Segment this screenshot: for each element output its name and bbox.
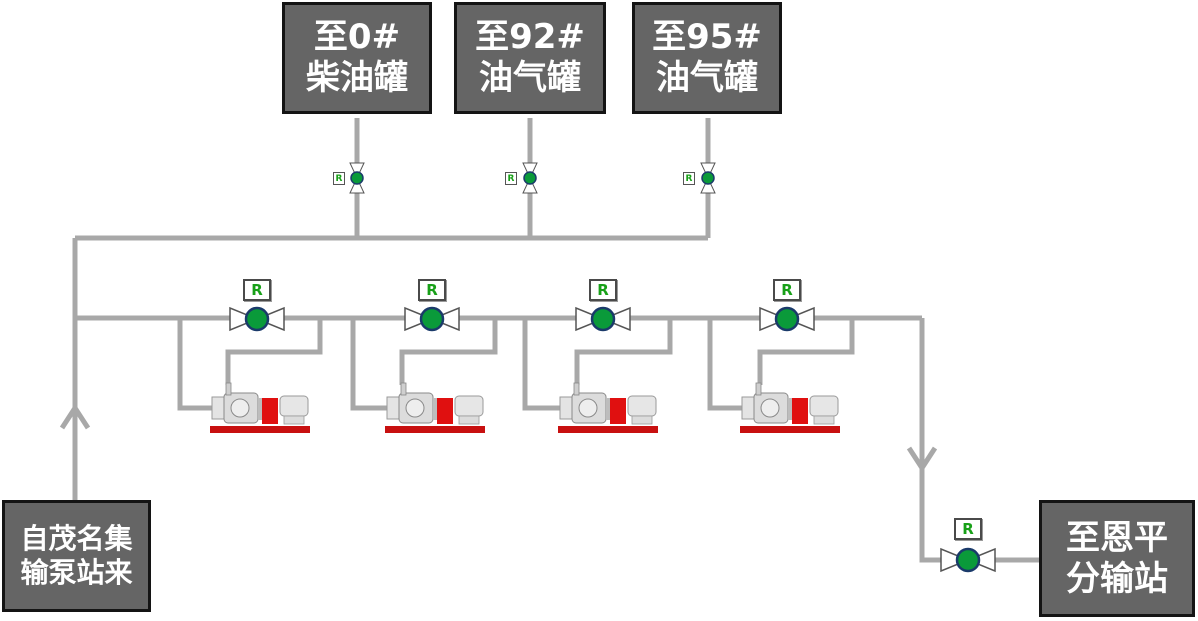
- pump-loop-4-suction: [707, 318, 744, 411]
- manifold-valve-2[interactable]: [404, 306, 460, 332]
- outlet-line1: 至恩平: [1066, 517, 1168, 558]
- remote-mode-icon: R: [773, 279, 801, 301]
- tank-box-line1: 至95#: [652, 17, 762, 58]
- pump-2[interactable]: [385, 382, 485, 433]
- source-box[interactable]: 自茂名集 输泵站来: [2, 500, 151, 612]
- tank-box-line2: 柴油罐: [306, 58, 408, 98]
- source-line2: 输泵站来: [20, 556, 133, 589]
- pump-4[interactable]: [740, 382, 840, 433]
- tank-valve-3[interactable]: [700, 162, 716, 194]
- tank-box-gasoline-95[interactable]: 至95# 油气罐: [632, 2, 782, 114]
- source-line1: 自茂名集: [20, 522, 133, 556]
- pump-1[interactable]: [210, 382, 310, 433]
- tank-valve-1[interactable]: [349, 162, 365, 194]
- tank-box-line1: 至92#: [475, 17, 585, 58]
- flow-arrow-up-icon: [59, 403, 91, 430]
- pump-3[interactable]: [558, 382, 658, 433]
- manifold-valve-3[interactable]: [575, 306, 631, 332]
- manifold-valve-4[interactable]: [759, 306, 815, 332]
- pump-loop-1-discharge: [225, 318, 323, 385]
- tank-box-line2: 油气罐: [479, 58, 581, 98]
- tank-valve-2[interactable]: [522, 162, 538, 194]
- pump-loop-3-discharge: [574, 318, 673, 385]
- tank-box-line2: 油气罐: [656, 58, 758, 98]
- remote-mode-icon: R: [243, 279, 271, 301]
- manifold-valve-1[interactable]: [229, 306, 285, 332]
- flow-arrow-down-icon: [906, 446, 938, 473]
- tank-box-gasoline-92[interactable]: 至92# 油气罐: [454, 2, 606, 114]
- remote-mode-icon: R: [333, 172, 345, 185]
- tank-box-line1: 至0#: [313, 17, 401, 58]
- pump-loop-2-discharge: [399, 318, 498, 385]
- tank-box-diesel-0[interactable]: 至0# 柴油罐: [282, 2, 432, 114]
- remote-mode-icon: R: [418, 279, 446, 301]
- remote-mode-icon: R: [505, 172, 517, 185]
- outlet-pipe: [919, 318, 945, 563]
- remote-mode-icon: R: [589, 279, 617, 301]
- outlet-box[interactable]: 至恩平 分输站: [1039, 500, 1195, 617]
- outlet-line2: 分输站: [1066, 558, 1168, 599]
- pump-loop-2-suction: [350, 318, 388, 411]
- remote-mode-icon: R: [683, 172, 695, 185]
- pump-loop-1-suction: [177, 318, 214, 411]
- remote-mode-icon: R: [954, 518, 982, 540]
- pump-loop-3-suction: [522, 318, 560, 411]
- outlet-valve[interactable]: [940, 547, 996, 573]
- pump-loop-4-discharge: [757, 318, 855, 385]
